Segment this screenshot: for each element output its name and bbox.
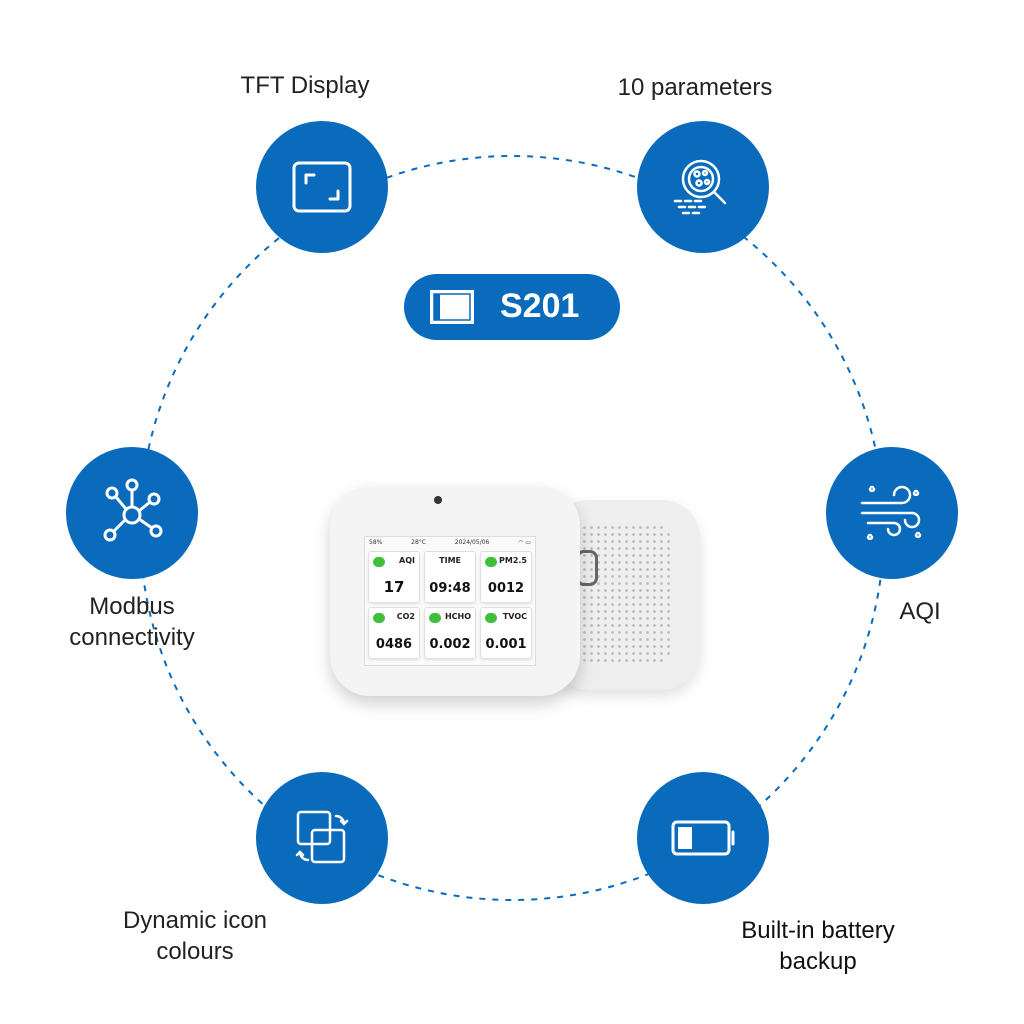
tft-display-label: TFT Display xyxy=(240,72,370,99)
battery-label-line1: Built-in battery xyxy=(741,917,895,944)
tile-value: 0012 xyxy=(487,581,525,596)
window-icon xyxy=(430,290,474,324)
swap-squares-icon xyxy=(295,810,349,864)
tile-name: TVOC xyxy=(502,612,527,621)
tile-name: TIME xyxy=(439,556,461,565)
tile-pm25: PM2.5 0012 xyxy=(480,551,532,603)
tft-display-badge xyxy=(256,121,388,253)
battery-label: Built-in battery backup xyxy=(708,915,928,977)
modbus-label-line1: Modbus xyxy=(89,593,175,620)
aqi-badge xyxy=(826,447,958,579)
tile-name: HCHO xyxy=(444,612,471,621)
tile-icon xyxy=(373,613,385,623)
screen-status-bar: 58% 28°C 2024/05/06 ◠ ▭ xyxy=(369,539,531,549)
modbus-badge xyxy=(66,447,198,579)
tile-icon xyxy=(429,613,441,623)
network-hub-icon xyxy=(103,478,163,542)
params-label: 10 parameters xyxy=(617,74,773,101)
tile-value: 0.001 xyxy=(485,637,527,652)
device-front-housing: 58% 28°C 2024/05/06 ◠ ▭ AQI 17 TIME 09:4… xyxy=(330,486,580,696)
tile-value: 0486 xyxy=(375,637,413,652)
display-frame-icon xyxy=(292,161,352,213)
battery-icon xyxy=(671,820,735,856)
tile-icon xyxy=(373,557,385,567)
battery-label-line2: backup xyxy=(779,948,857,975)
tile-value: 17 xyxy=(383,578,405,596)
tile-aqi: AQI 17 xyxy=(368,551,420,603)
dynamic-badge xyxy=(256,772,388,904)
wind-icon xyxy=(860,485,922,541)
status-humidity: 58% xyxy=(369,539,383,546)
device-screen: 58% 28°C 2024/05/06 ◠ ▭ AQI 17 TIME 09:4… xyxy=(364,536,536,666)
tile-time: TIME 09:48 xyxy=(424,551,476,603)
modbus-label-line2: connectivity xyxy=(69,624,195,651)
model-badge: S201 xyxy=(404,274,620,340)
tile-co2: CO2 0486 xyxy=(368,607,420,659)
wifi-battery-icon: ◠ ▭ xyxy=(518,539,531,546)
params-badge xyxy=(637,121,769,253)
aqi-label: AQI xyxy=(899,598,941,625)
tile-name: PM2.5 xyxy=(499,556,527,565)
dynamic-label-line1: Dynamic icon xyxy=(122,907,268,934)
tile-value: 0.002 xyxy=(429,637,471,652)
tile-tvoc: TVOC 0.001 xyxy=(480,607,532,659)
speaker-grille xyxy=(574,524,674,664)
tile-value: 09:48 xyxy=(429,581,471,596)
battery-badge xyxy=(637,772,769,904)
model-name: S201 xyxy=(500,287,580,325)
status-date: 2024/05/06 xyxy=(454,539,490,546)
dynamic-label-line2: colours xyxy=(156,938,234,965)
device-image: 58% 28°C 2024/05/06 ◠ ▭ AQI 17 TIME 09:4… xyxy=(320,470,720,720)
tile-hcho: HCHO 0.002 xyxy=(424,607,476,659)
status-temp: 28°C xyxy=(411,539,426,546)
tile-name: AQI xyxy=(399,556,415,565)
tile-name: CO2 xyxy=(396,612,415,621)
tile-icon xyxy=(485,557,497,567)
dynamic-label: Dynamic icon colours xyxy=(95,905,295,967)
tile-icon xyxy=(485,613,497,623)
modbus-label: Modbus connectivity xyxy=(42,591,222,653)
sensor-dot xyxy=(434,496,442,504)
particle-magnifier-icon xyxy=(673,159,727,215)
